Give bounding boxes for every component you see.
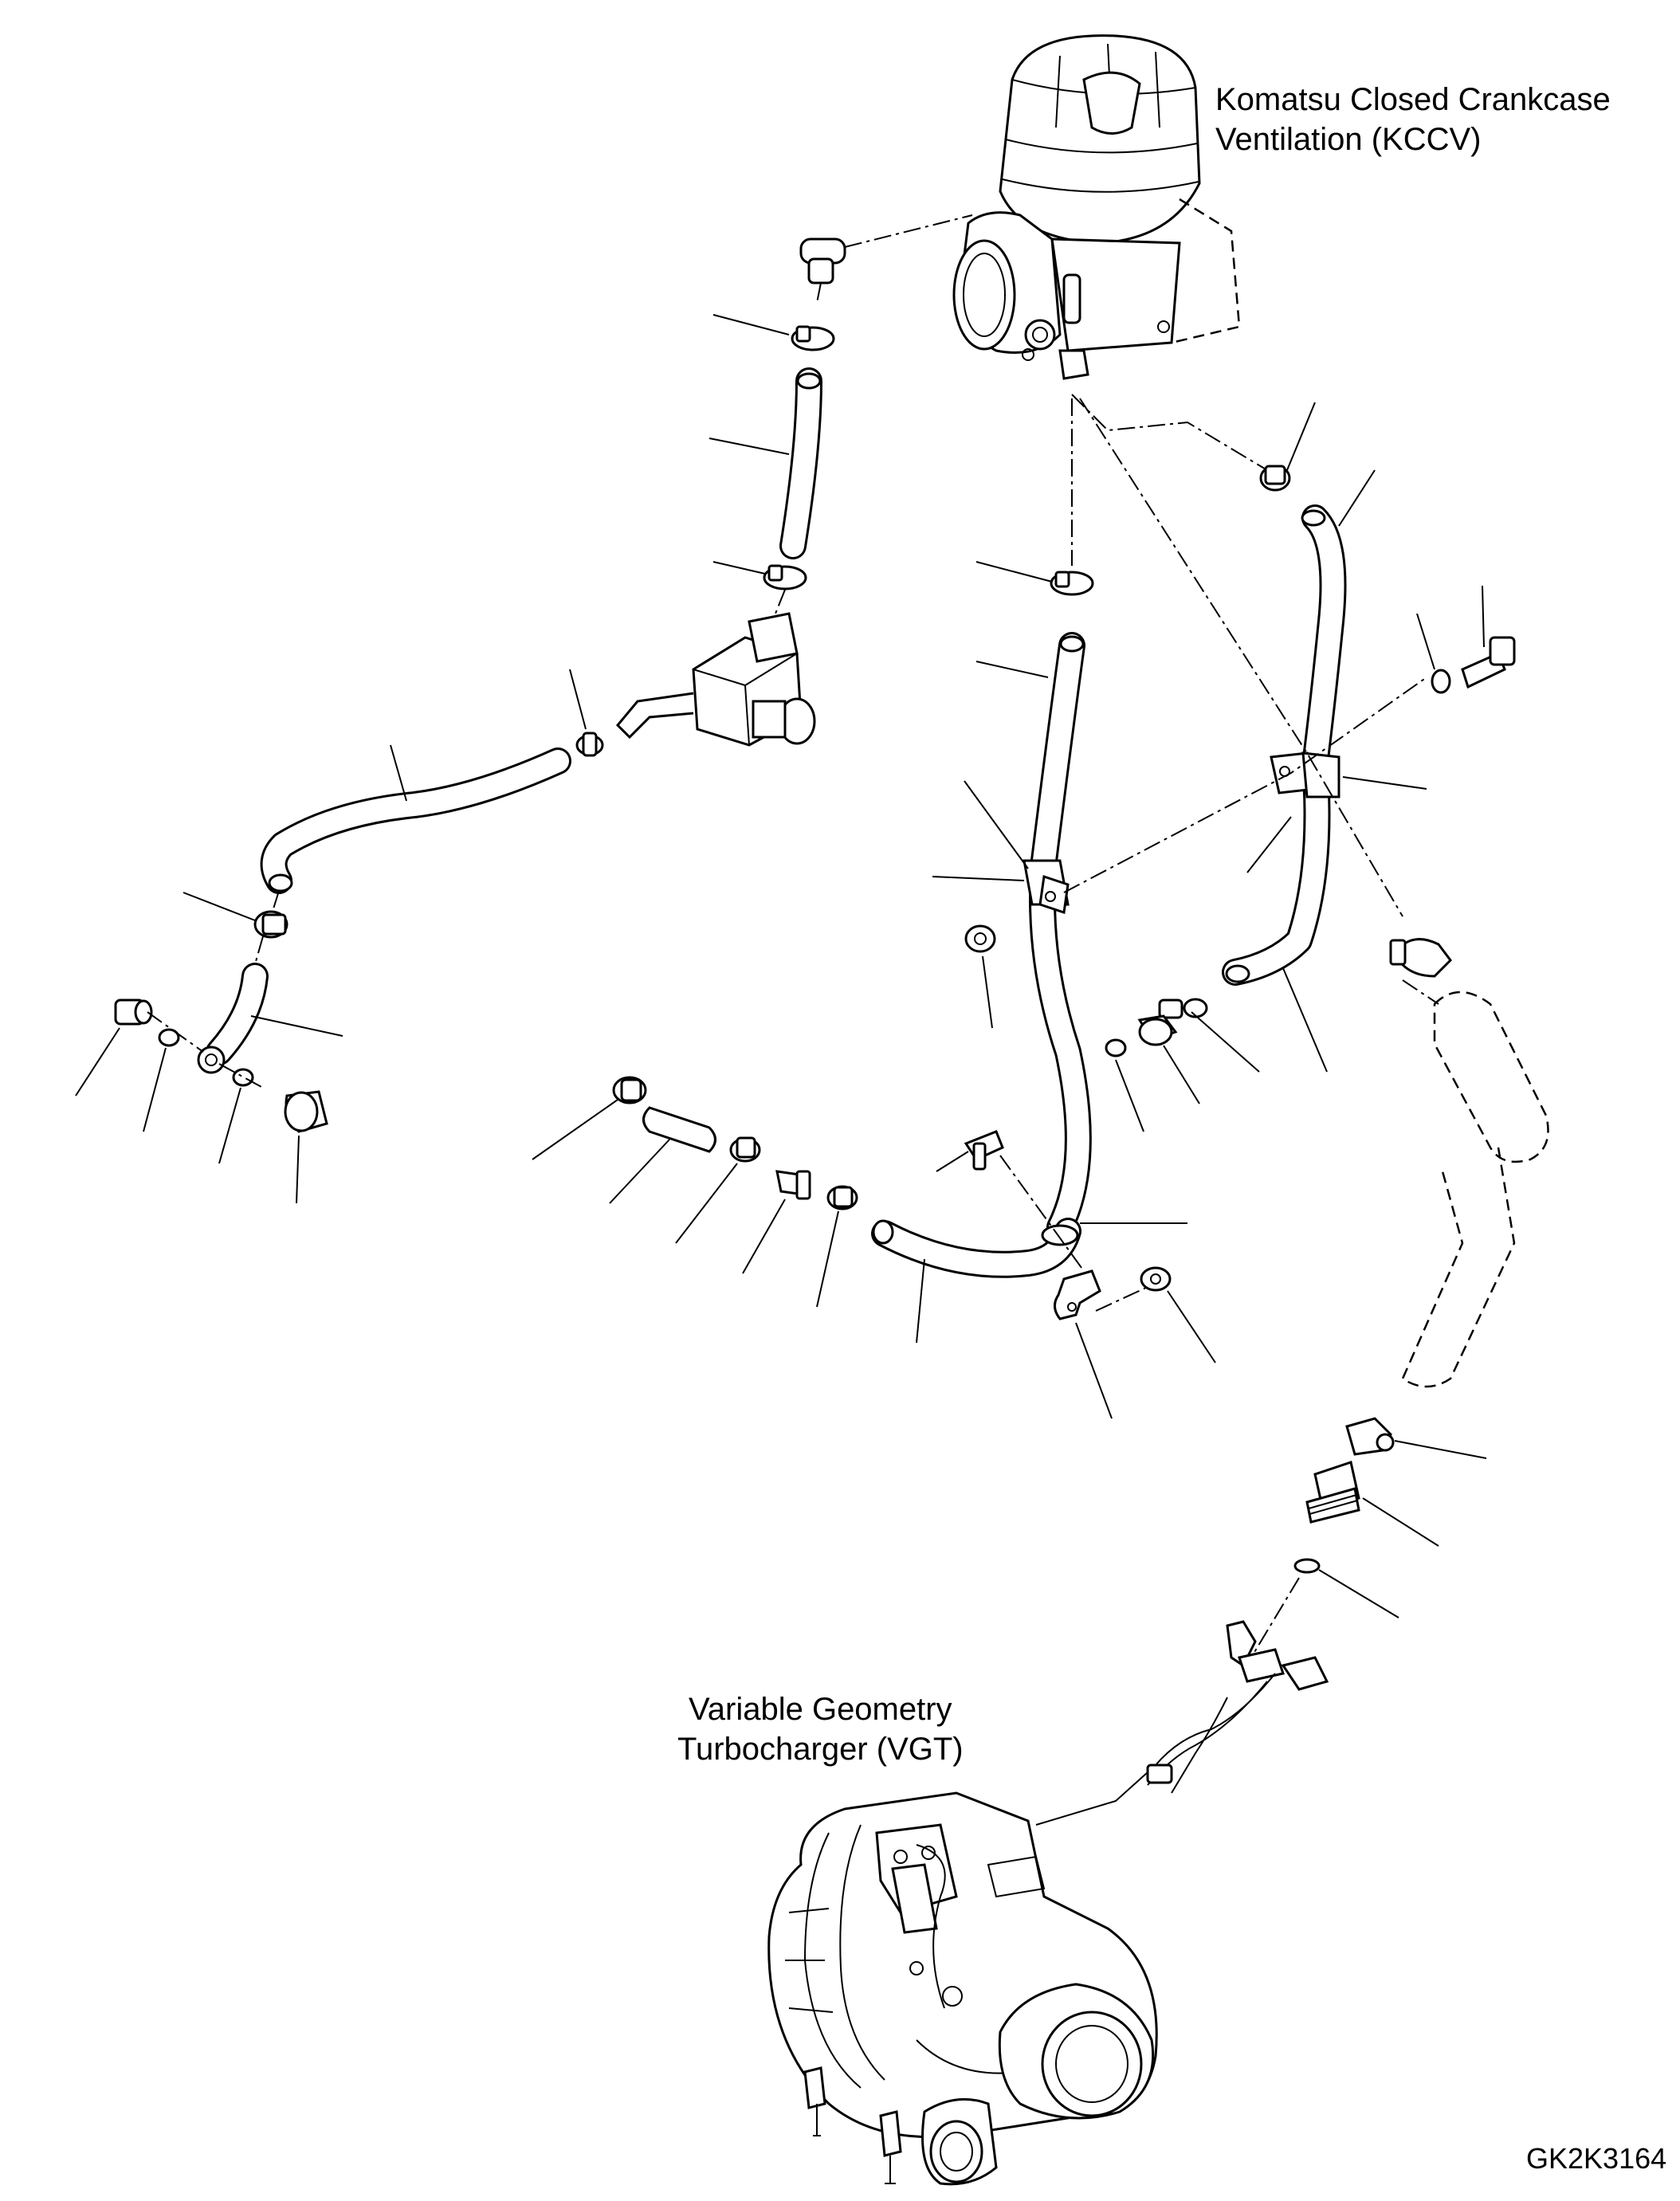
kccv-label-line1: Komatsu Closed Crankcase	[1215, 82, 1611, 117]
elbow-fitting	[799, 214, 973, 304]
vgt-label-line1: Variable Geometry	[689, 1692, 952, 1727]
dashed-intake-pipe	[1389, 938, 1549, 1388]
lower-right-fittings	[1250, 1417, 1487, 1658]
valve-block	[615, 612, 816, 747]
vgt-label: Variable Geometry Turbocharger (VGT)	[677, 1689, 964, 1769]
left-upper-hose-assembly	[709, 314, 835, 630]
center-hose-assembly	[932, 398, 1094, 1241]
vgt-turbocharger	[767, 1620, 1329, 2186]
lower-hose-chain	[532, 1076, 1187, 1344]
left-long-hose	[183, 669, 604, 965]
axis-line-clamp-bolt	[1063, 677, 1427, 893]
center-nut	[964, 924, 996, 1029]
vgt-label-line2: Turbocharger (VGT)	[677, 1732, 964, 1767]
figure-id: GK2K3164	[1526, 2142, 1667, 2175]
center-lower-fittings	[1105, 998, 1260, 1132]
bracket-and-bolt	[936, 1130, 1216, 1419]
kccv-label-line2: Ventilation (KCCV)	[1215, 122, 1482, 157]
right-hose-assembly	[1071, 394, 1427, 1073]
bolt-and-washer	[1416, 585, 1516, 694]
kccv-unit	[952, 34, 1241, 380]
lower-left-fittings	[75, 963, 343, 1204]
axis-line-kccv-to-clamp	[1079, 398, 1403, 917]
kccv-label: Komatsu Closed Crankcase Ventilation (KC…	[1215, 80, 1611, 159]
